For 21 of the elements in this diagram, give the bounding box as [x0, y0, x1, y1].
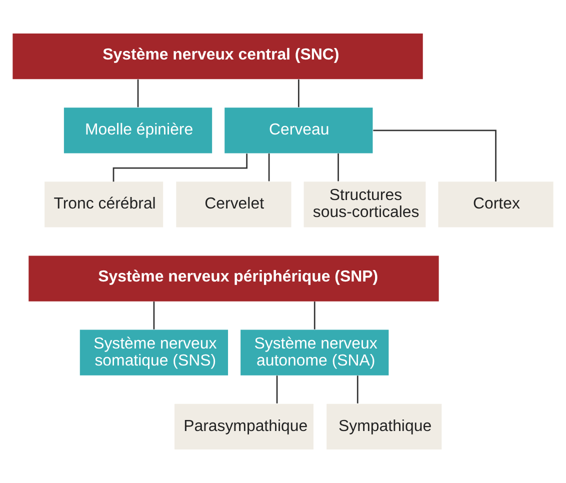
connector [276, 376, 278, 404]
node-box: Structures sous-corticales [304, 182, 426, 228]
connector [153, 302, 155, 330]
connector [314, 302, 316, 330]
connector [338, 153, 339, 182]
connector [298, 79, 300, 108]
node-box: Cervelet [176, 182, 292, 228]
node-box: Sympathique [326, 404, 442, 450]
connector [373, 130, 496, 182]
connector [268, 153, 270, 182]
connector [356, 376, 358, 404]
node-box: Tronc cérébral [44, 182, 164, 228]
node-box: Moelle épinière [64, 108, 212, 154]
node-box: Système nerveux central (SNC) [12, 34, 423, 80]
node-box: Système nerveux périphérique (SNP) [28, 256, 439, 302]
node-box: Système nerveux somatique (SNS) [80, 330, 228, 376]
node-box: Système nerveux autonome (SNA) [240, 330, 389, 376]
node-box: Cerveau [224, 108, 373, 154]
connector [137, 79, 139, 108]
node-box: Cortex [438, 182, 554, 228]
node-box: Parasympathique [174, 404, 314, 450]
